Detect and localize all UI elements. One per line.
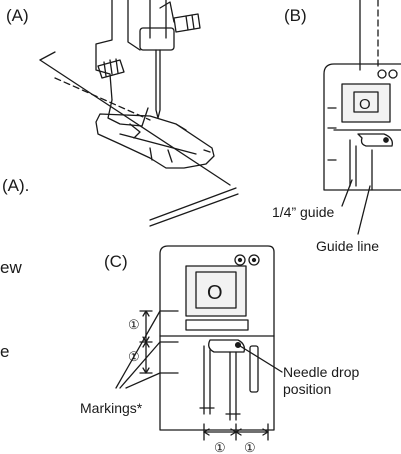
- foot-sole: [95, 113, 215, 169]
- plate-b-screw-2: [388, 69, 398, 79]
- fabric-left-edge: [39, 51, 56, 61]
- needle-clamp: [139, 27, 175, 51]
- plate-c-guide: [203, 345, 237, 421]
- plate-b-needle-slot: [357, 133, 393, 147]
- side-text-line-2: ew: [0, 258, 22, 277]
- plate-b-guide: [349, 139, 373, 191]
- guide-leader: [341, 179, 353, 207]
- foot-shank: [95, 0, 113, 101]
- foot-screw: [97, 59, 125, 79]
- figure-b-label: (B): [284, 6, 307, 25]
- side-text-line-3: e: [0, 342, 10, 361]
- needle-bar: [149, 0, 167, 39]
- guideline-leader: [357, 185, 371, 235]
- plate-b-markings: [327, 107, 337, 161]
- fabric-front-edge-2: [149, 193, 239, 227]
- plate-c-screw-1: [234, 254, 246, 266]
- plate-b-outline: [323, 63, 401, 191]
- needle-drop-leader: [239, 345, 283, 373]
- plate-b-window-letter: O: [359, 96, 371, 113]
- figure-a-label: (A): [6, 6, 29, 25]
- markings-label: Markings*: [80, 400, 143, 416]
- plate-c-slot-right: [249, 345, 259, 393]
- markings-leader-2: [125, 372, 161, 389]
- needle: [155, 49, 161, 119]
- thread-guide: [159, 1, 175, 23]
- guide-line-label: Guide line: [316, 238, 380, 254]
- needle-drop-label-line-2: position: [283, 381, 332, 397]
- plate-b-screw-1: [377, 69, 387, 79]
- figure-a-illustration: [39, 0, 239, 227]
- foot-ankle: [107, 99, 149, 127]
- fabric-top-edge: [39, 59, 231, 186]
- markings-leader-1: [119, 341, 161, 389]
- foot-toe: [175, 123, 211, 153]
- plate-c-screw-2: [248, 254, 260, 266]
- dim-marker-vertical-2: ①: [128, 349, 140, 364]
- figure-b-illustration: [323, 0, 401, 235]
- quarter-inch-guide-label: 1/4” guide: [272, 204, 335, 220]
- plate-b-window: [341, 83, 391, 123]
- dim-marker-vertical-1: ①: [128, 317, 140, 332]
- plate-c-outline: [159, 245, 275, 431]
- dim-marker-horizontal-2: ①: [244, 440, 256, 454]
- seam-dashed-line: [54, 77, 151, 121]
- fabric-front-edge: [149, 187, 237, 221]
- figure-c-illustration: [115, 245, 283, 441]
- plate-c-bar: [185, 319, 249, 331]
- side-text-line-1: (A).: [2, 176, 30, 195]
- clamp-screw: [173, 13, 201, 33]
- figure-c-label: (C): [104, 252, 128, 271]
- dim-marker-horizontal-1: ①: [214, 440, 226, 454]
- plate-c-window-letter: O: [207, 282, 223, 304]
- plate-c-needle-slot: [208, 339, 246, 353]
- markings-leader-3: [115, 310, 161, 389]
- needle-drop-label-line-1: Needle drop: [283, 364, 360, 380]
- needle-drop-dot: [234, 341, 242, 349]
